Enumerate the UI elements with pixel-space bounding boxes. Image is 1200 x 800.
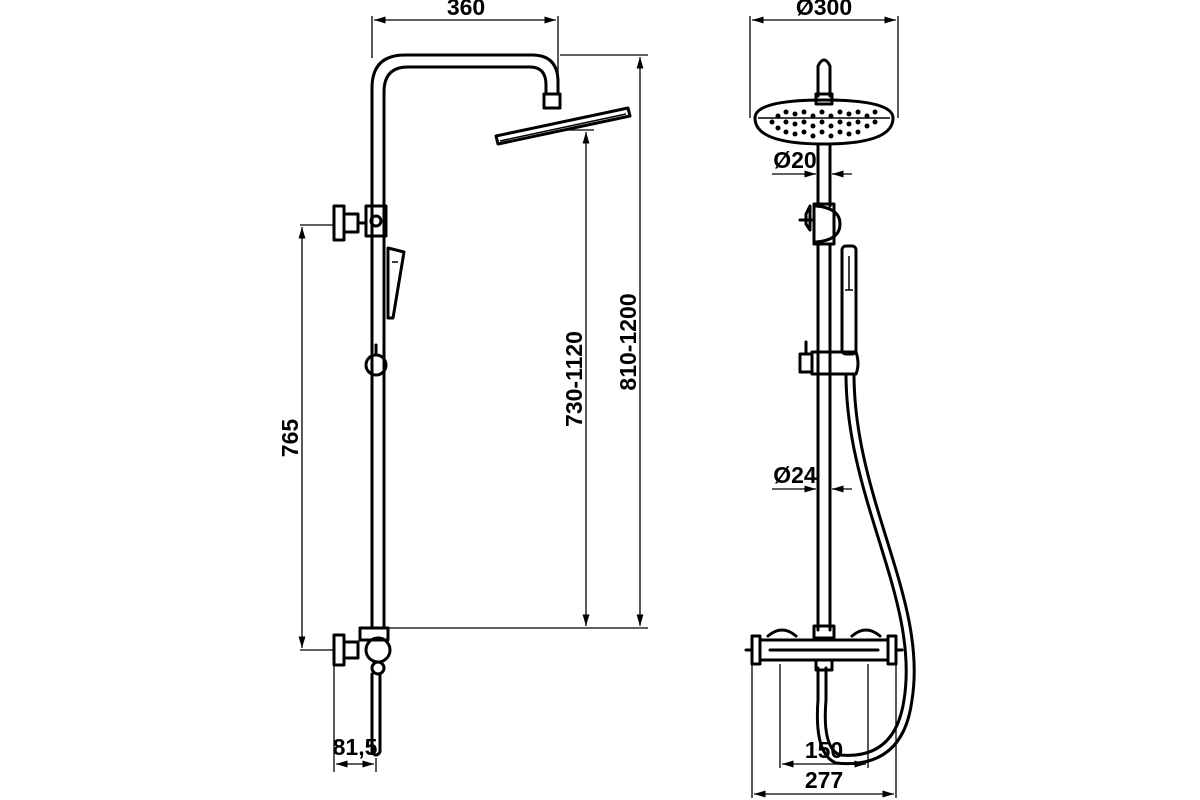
label-diameter-300: Ø300 bbox=[796, 0, 852, 20]
nozzle-pattern bbox=[769, 109, 878, 139]
shower-head-side bbox=[494, 106, 632, 146]
dimension-diameter-20: Ø20 bbox=[772, 147, 852, 178]
dimension-diameter-24: Ø24 bbox=[772, 462, 852, 493]
label-730-1120: 730-1120 bbox=[561, 331, 587, 427]
dimension-360: 360 bbox=[371, 0, 559, 92]
dimension-730-1120: 730-1120 bbox=[560, 129, 594, 626]
riser-pipe bbox=[370, 53, 560, 630]
label-150: 150 bbox=[805, 737, 843, 763]
hand-shower-front bbox=[840, 244, 858, 356]
label-360: 360 bbox=[447, 0, 485, 20]
mixer-side bbox=[332, 626, 392, 757]
mixer-outlet bbox=[814, 658, 834, 672]
hand-shower-side bbox=[386, 246, 406, 320]
shower-head-front bbox=[753, 98, 895, 146]
dimension-81-5: 81,5 bbox=[333, 665, 378, 772]
slider-front bbox=[798, 340, 860, 376]
label-810-1200: 810-1200 bbox=[615, 293, 641, 390]
label-81-5: 81,5 bbox=[333, 734, 378, 760]
dimension-810-1200: 810-1200 bbox=[386, 54, 648, 629]
dimension-277: 277 bbox=[751, 664, 897, 798]
head-connector bbox=[542, 92, 562, 110]
upper-bracket-front bbox=[798, 202, 842, 246]
dimension-765: 765 bbox=[277, 224, 334, 651]
label-diameter-20: Ø20 bbox=[773, 147, 816, 173]
upper-wall-bracket bbox=[332, 204, 388, 242]
label-diameter-24: Ø24 bbox=[773, 462, 817, 488]
label-277: 277 bbox=[805, 767, 843, 793]
riser-pipe-inner bbox=[382, 65, 548, 630]
dimension-150: 150 bbox=[779, 664, 869, 768]
front-view: Ø300 bbox=[744, 0, 916, 798]
label-765: 765 bbox=[277, 419, 303, 458]
hose bbox=[823, 372, 908, 757]
thermostatic-mixer bbox=[744, 624, 904, 672]
gooseneck-pipe-front bbox=[816, 58, 832, 98]
side-view: 360 730-1120 810-1200 765 81,5 bbox=[277, 0, 648, 772]
dimension-diameter-300: Ø300 bbox=[749, 0, 899, 118]
